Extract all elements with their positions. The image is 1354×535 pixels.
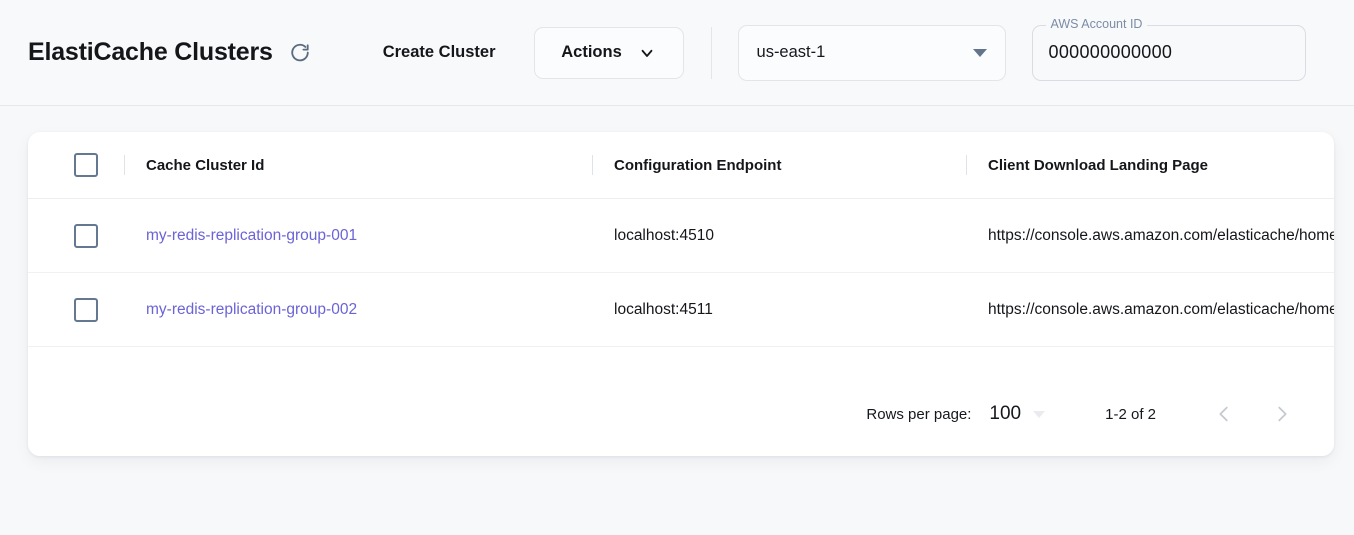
table-header-row: Cache Cluster Id Configuration Endpoint … bbox=[28, 132, 1334, 199]
endpoint-text: localhost:4510 bbox=[614, 226, 714, 244]
column-divider bbox=[592, 155, 593, 175]
cluster-link[interactable]: my-redis-replication-group-002 bbox=[146, 300, 358, 318]
table-body: my-redis-replication-group-001 localhost… bbox=[28, 198, 1334, 347]
chevron-left-icon[interactable] bbox=[1202, 392, 1246, 436]
row-checkbox[interactable] bbox=[74, 223, 98, 248]
select-all-header bbox=[28, 132, 124, 199]
table-header: Cache Cluster Id Configuration Endpoint … bbox=[28, 132, 1334, 199]
column-header-cache-cluster-id[interactable]: Cache Cluster Id bbox=[124, 132, 592, 199]
cluster-link[interactable]: my-redis-replication-group-001 bbox=[146, 226, 358, 244]
table-row: my-redis-replication-group-001 localhost… bbox=[28, 198, 1334, 273]
column-header-configuration-endpoint[interactable]: Configuration Endpoint bbox=[592, 132, 966, 199]
column-header-client-download-landing-page[interactable]: Client Download Landing Page bbox=[966, 132, 1334, 199]
clusters-table: Cache Cluster Id Configuration Endpoint … bbox=[28, 132, 1334, 347]
row-checkbox-cell bbox=[28, 198, 124, 273]
row-client-download-landing-page-cell: https://console.aws.amazon.com/elasticac… bbox=[966, 198, 1334, 273]
column-header-label: Client Download Landing Page bbox=[988, 156, 1209, 174]
row-configuration-endpoint-cell: localhost:4511 bbox=[592, 272, 966, 347]
region-select-value: us-east-1 bbox=[756, 43, 826, 61]
column-header-label: Cache Cluster Id bbox=[146, 156, 265, 174]
row-checkbox-cell bbox=[28, 272, 124, 347]
pagination-range-label: 1-2 of 2 bbox=[1105, 405, 1156, 423]
rows-per-page-select[interactable]: 100 bbox=[987, 399, 1047, 429]
region-select[interactable]: us-east-1 bbox=[737, 24, 1006, 81]
row-client-download-landing-page-cell: https://console.aws.amazon.com/elasticac… bbox=[966, 272, 1334, 347]
toolbar-divider bbox=[710, 26, 712, 79]
aws-account-id-field[interactable]: AWS Account ID bbox=[1031, 17, 1306, 81]
actions-button-label: Actions bbox=[561, 43, 622, 61]
landing-page-url: https://console.aws.amazon.com/elasticac… bbox=[988, 226, 1334, 244]
column-header-label: Configuration Endpoint bbox=[614, 156, 782, 174]
column-divider bbox=[966, 155, 967, 175]
row-cache-cluster-id-cell: my-redis-replication-group-002 bbox=[124, 272, 592, 347]
rows-per-page-label: Rows per page: bbox=[866, 405, 972, 423]
pagination-bar: Rows per page: 100 1-2 of 2 bbox=[28, 372, 1334, 456]
aws-account-id-label: AWS Account ID bbox=[1045, 17, 1148, 30]
actions-button[interactable]: Actions bbox=[533, 26, 684, 79]
column-divider bbox=[124, 155, 125, 175]
row-checkbox[interactable] bbox=[74, 297, 98, 322]
endpoint-text: localhost:4511 bbox=[614, 300, 713, 318]
clusters-table-card: Cache Cluster Id Configuration Endpoint … bbox=[28, 132, 1334, 456]
main-area: Cache Cluster Id Configuration Endpoint … bbox=[0, 106, 1354, 535]
create-cluster-button[interactable]: Create Cluster bbox=[379, 37, 500, 68]
refresh-icon[interactable] bbox=[287, 40, 313, 66]
chevron-down-icon bbox=[638, 44, 656, 62]
table-row: my-redis-replication-group-002 localhost… bbox=[28, 272, 1334, 347]
landing-page-url: https://console.aws.amazon.com/elasticac… bbox=[988, 300, 1334, 318]
page-title: ElastiCache Clusters bbox=[28, 38, 273, 66]
title-block: ElastiCache Clusters bbox=[28, 38, 313, 67]
triangle-down-icon bbox=[972, 48, 987, 57]
select-all-checkbox[interactable] bbox=[74, 153, 98, 177]
rows-per-page-value: 100 bbox=[989, 403, 1022, 424]
aws-account-id-input[interactable] bbox=[1032, 42, 1305, 63]
row-configuration-endpoint-cell: localhost:4510 bbox=[592, 198, 966, 273]
app-header: ElastiCache Clusters Create Cluster Acti… bbox=[0, 0, 1354, 106]
chevron-right-icon[interactable] bbox=[1260, 392, 1304, 436]
triangle-down-icon bbox=[1033, 410, 1046, 418]
row-cache-cluster-id-cell: my-redis-replication-group-001 bbox=[124, 198, 592, 273]
